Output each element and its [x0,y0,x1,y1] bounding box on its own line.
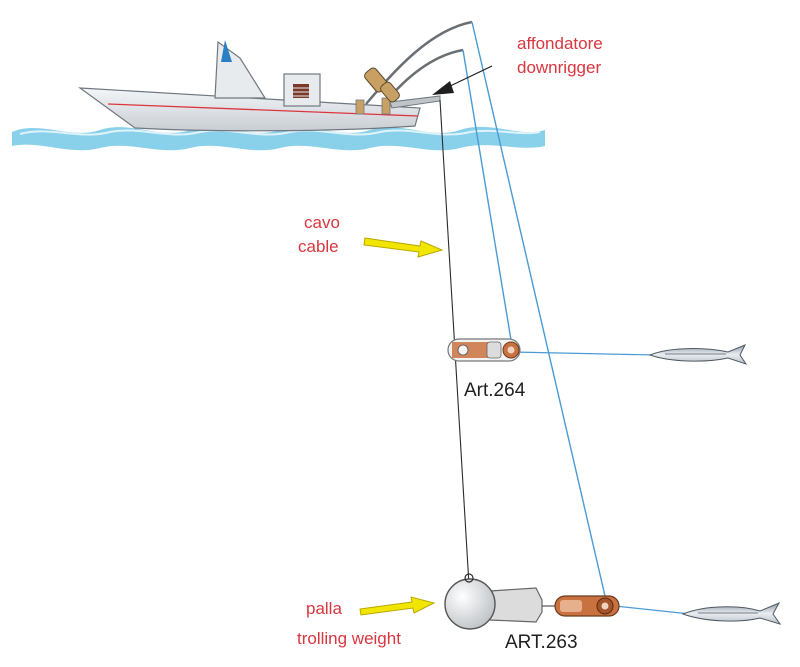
trolling-weight [444,573,543,630]
downrigger-pointer-arrow [432,65,493,95]
label-art-263: ART.263 [505,632,578,653]
trailing-line-upper-lure [511,351,656,356]
boat-console [283,73,321,107]
fishing-rods [364,20,473,105]
lure-fish-lower [681,601,782,625]
fishing-boat [77,40,441,132]
rod-upper [365,20,473,105]
reel-lower [380,81,400,103]
fishing-line-lower [462,49,513,347]
label-downrigger: downrigger [517,58,602,77]
label-trolling-weight: trolling weight [297,629,401,648]
water-highlight [19,129,541,136]
label-art-264: Art.264 [464,380,526,401]
lure-fish-upper [648,344,748,365]
line-release-art-263 [542,595,620,617]
label-affondatore: affondatore [517,34,603,53]
trailing-line-lower-lure [614,605,691,615]
label-cable: cable [298,237,339,256]
boat-stripe [107,103,419,117]
cable-arrow [363,237,444,258]
boat-cabin [214,40,267,99]
fishing-line-upper [471,21,606,597]
water-surface [12,126,545,151]
weight-arrow [359,596,436,616]
line-release-art-264 [447,338,521,362]
boat-mast-flag [221,40,232,62]
label-cavo: cavo [304,213,340,232]
label-palla: palla [306,599,342,618]
